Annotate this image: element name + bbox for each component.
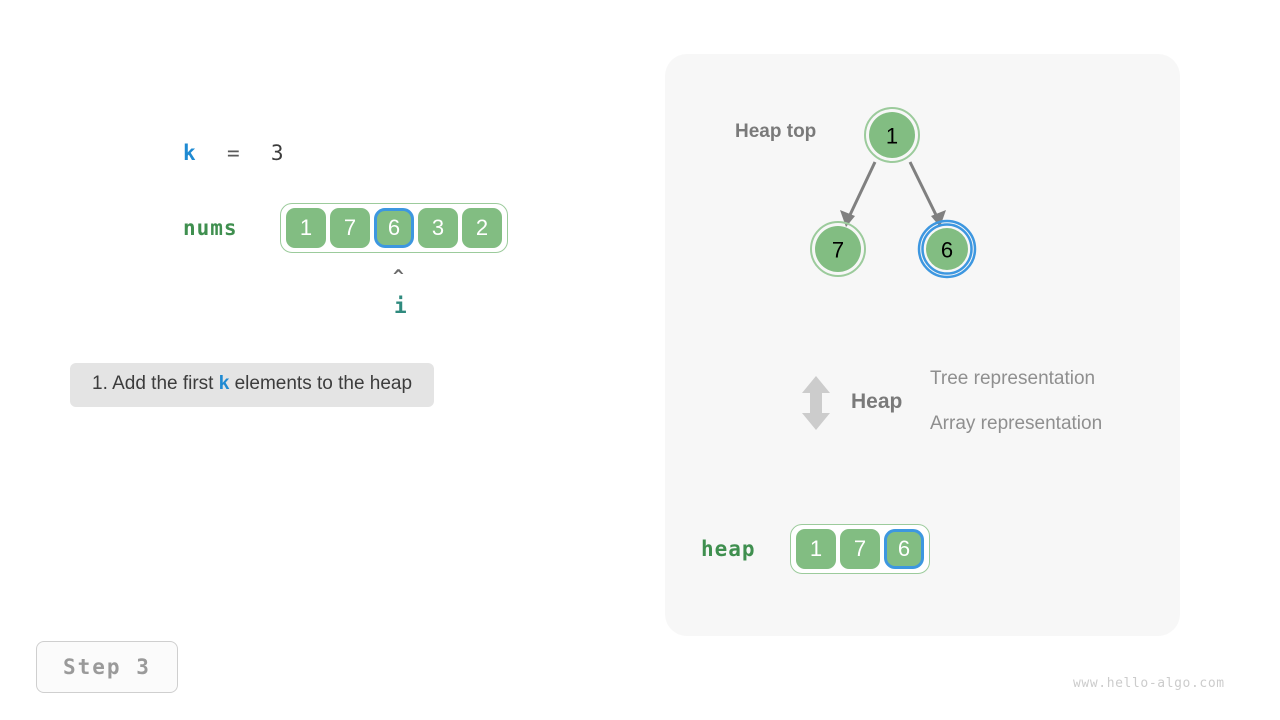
array-representation-label: Array representation xyxy=(930,413,1103,434)
tree-node-1[interactable]: 1 xyxy=(864,107,920,163)
nums-array-label: nums xyxy=(183,216,238,240)
tree-node-1-value: 1 xyxy=(886,124,898,149)
index-pointer-label: i xyxy=(394,294,407,318)
watermark: www.hello-algo.com xyxy=(1073,676,1225,691)
tree-representation-label: Tree representation xyxy=(930,368,1096,389)
nums-cell-1[interactable]: 7 xyxy=(330,208,370,248)
heap-array: 1 7 6 xyxy=(790,524,930,574)
equivalence-heap-label: Heap xyxy=(851,390,903,413)
nums-cell-0[interactable]: 1 xyxy=(286,208,326,248)
k-operator: = xyxy=(226,141,242,165)
heap-top-label: Heap top xyxy=(735,121,817,142)
caption-suffix: elements to the heap xyxy=(229,373,413,394)
heap-cell-1[interactable]: 7 xyxy=(840,529,880,569)
nums-array: 1 7 6 3 2 xyxy=(280,203,508,253)
tree-node-7[interactable]: 7 xyxy=(810,221,866,277)
step-caption: 1. Add the first k elements to the heap xyxy=(70,363,435,407)
heap-array-label: heap xyxy=(701,537,756,561)
tree-node-7-value: 7 xyxy=(832,238,844,263)
heap-cell-0[interactable]: 1 xyxy=(796,529,836,569)
tree-node-6-value: 6 xyxy=(941,238,953,263)
tree-node-6[interactable]: 6 xyxy=(917,219,977,279)
index-pointer-caret-icon: ^ xyxy=(393,266,404,287)
k-variable-expression: k = 3 xyxy=(183,141,286,166)
k-variable-name: k xyxy=(183,141,198,165)
caption-variable: k xyxy=(218,373,230,394)
caption-prefix: 1. Add the first xyxy=(92,373,219,394)
nums-cell-3[interactable]: 3 xyxy=(418,208,458,248)
nums-cell-2[interactable]: 6 xyxy=(374,208,414,248)
tree-edge-root-to-left xyxy=(840,161,877,227)
double-arrow-icon xyxy=(802,376,830,430)
heap-cell-2[interactable]: 6 xyxy=(884,529,924,569)
step-badge: Step 3 xyxy=(36,641,178,693)
k-value: 3 xyxy=(270,141,286,165)
heap-tree-diagram: 1 7 6 xyxy=(810,107,977,279)
nums-cell-4[interactable]: 2 xyxy=(462,208,502,248)
tree-edge-root-to-right xyxy=(908,161,946,227)
